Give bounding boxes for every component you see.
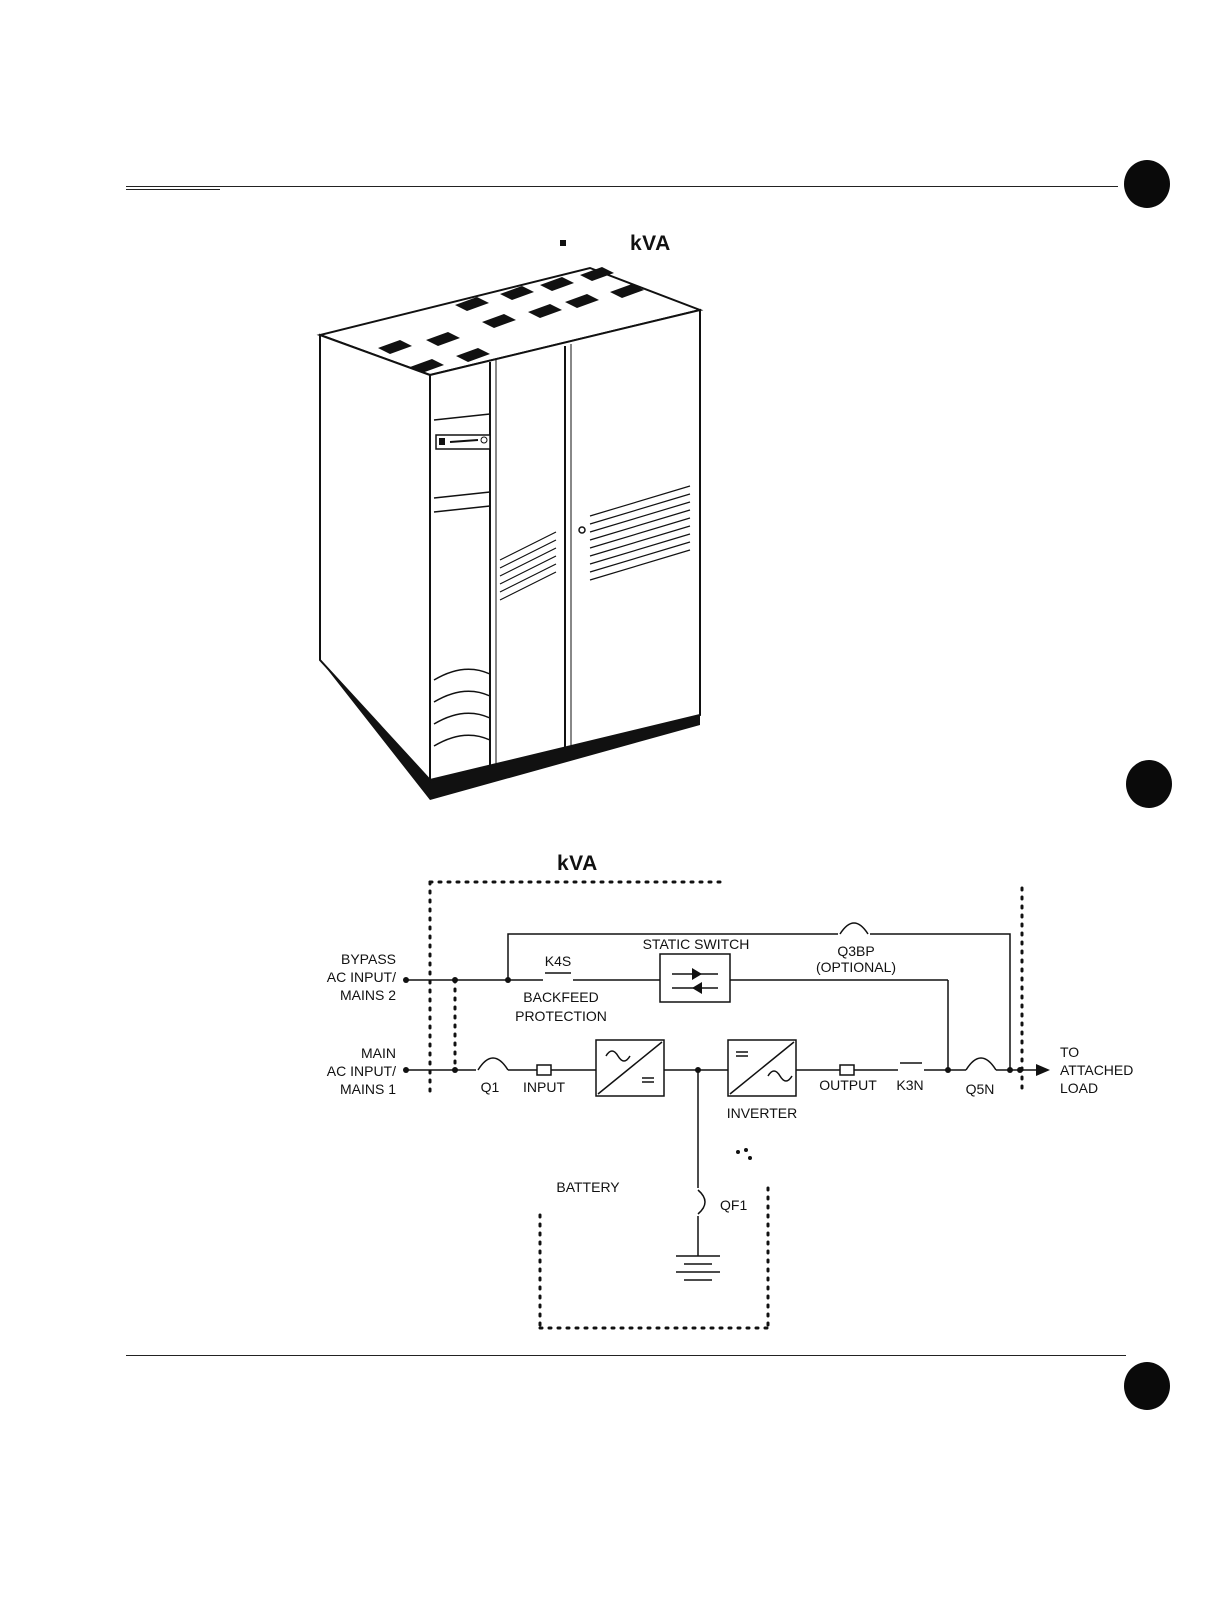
static-switch-label: STATIC SWITCH: [643, 936, 750, 952]
output-label: OUTPUT: [819, 1077, 877, 1093]
main-input-label-2: AC INPUT/: [327, 1063, 396, 1079]
inverter-label: INVERTER: [727, 1105, 798, 1121]
ups-cabinet-illustration: [300, 260, 720, 805]
ups-block-diagram: BYPASS AC INPUT/ MAINS 2 MAIN AC INPUT/ …: [300, 870, 1160, 1340]
to-load-label-2: ATTACHED: [1060, 1062, 1133, 1078]
k3n-label: K3N: [896, 1077, 923, 1093]
q5n-label: Q5N: [966, 1081, 995, 1097]
qf1-label: QF1: [720, 1197, 747, 1213]
main-input-label-1: MAIN: [361, 1045, 396, 1061]
bypass-input-label-1: BYPASS: [341, 951, 396, 967]
backfeed-label-2: PROTECTION: [515, 1008, 607, 1024]
bypass-input-label-2: AC INPUT/: [327, 969, 396, 985]
battery-label: BATTERY: [556, 1179, 620, 1195]
footer-rule: [126, 1355, 1126, 1356]
figure1-bullet: [560, 240, 566, 246]
to-load-label-3: LOAD: [1060, 1080, 1098, 1096]
q3bp-label-1: Q3BP: [837, 943, 874, 959]
header-rule: [126, 186, 1118, 187]
punch-hole-bottom: [1124, 1362, 1170, 1410]
to-load-label-1: TO: [1060, 1044, 1079, 1060]
q1-label: Q1: [481, 1079, 500, 1095]
bypass-input-label-3: MAINS 2: [340, 987, 396, 1003]
q3bp-label-2: (OPTIONAL): [816, 959, 896, 975]
header-rule-accent: [126, 189, 220, 190]
backfeed-label-1: BACKFEED: [523, 989, 598, 1005]
k4s-label: K4S: [545, 953, 571, 969]
figure1-title: kVA: [630, 232, 671, 256]
main-input-label-3: MAINS 1: [340, 1081, 396, 1097]
input-label: INPUT: [523, 1079, 565, 1095]
punch-hole-top: [1124, 160, 1170, 208]
punch-hole-middle: [1126, 760, 1172, 808]
